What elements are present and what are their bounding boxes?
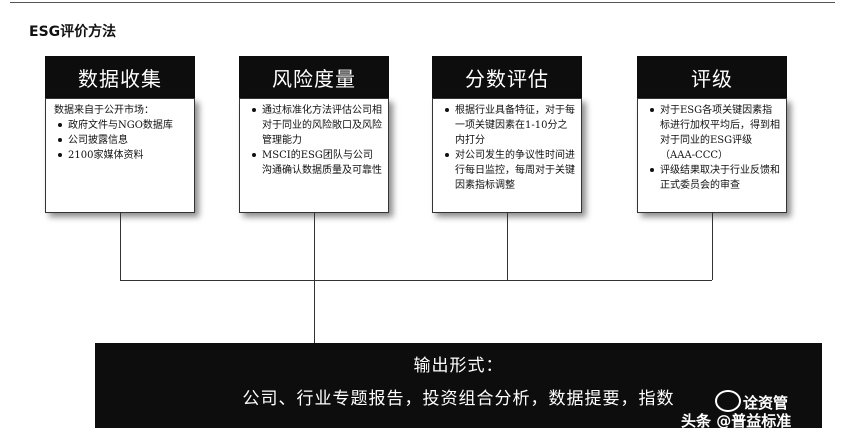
connector-stage-4 [712,213,713,280]
bullet-item: 评级结果取决于行业反馈和正式委员会的审查 [650,165,780,191]
watermark: 诠资管 头条 @普益标准 [681,390,841,432]
top-divider [10,2,835,3]
stage-box-rating: 对于ESG各项关键因素指标进行加权平均后，得到相对于同业的ESG评级（AAA-C… [637,98,787,213]
chat-bubble-icon [715,390,741,412]
connector-to-output [314,280,315,343]
bullet-item: 通过标准化方法评估公司相对于同业的风险敞口及风险管理能力 [252,105,382,146]
stage-header-data-collection: 数据收集 [45,56,195,98]
stage-header-score-evaluation: 分数评估 [432,56,582,98]
stage-box-data-collection: 数据来自于公开市场： 政府文件与NGO数据库 公司披露信息 2100家媒体资料 [45,98,195,213]
connector-stage-3 [507,213,508,280]
watermark-line2: 头条 @普益标准 [681,412,792,430]
bullet-item: 根据行业具备特征，对于每一项关键因素在1-10分之内打分 [445,105,575,146]
stage-bullets: 根据行业具备特征，对于每一项关键因素在1-10分之内打分 对公司发生的争议性时间… [443,103,575,193]
connector-stage-1 [120,213,121,280]
bullet-item: 对于ESG各项关键因素指标进行加权平均后，得到相对于同业的ESG评级（AAA-C… [650,105,780,161]
stage-header-risk-measurement: 风险度量 [239,56,389,98]
watermark-line1: 诠资管 [743,394,789,412]
stage-box-score-evaluation: 根据行业具备特征，对于每一项关键因素在1-10分之内打分 对公司发生的争议性时间… [432,98,582,213]
output-body: 公司、行业专题报告，投资组合分析，数据提要，指数 [242,389,675,409]
stage-bullets: 对于ESG各项关键因素指标进行加权平均后，得到相对于同业的ESG评级（AAA-C… [648,103,780,193]
bullet-item: 2100家媒体资料 [58,148,188,163]
connector-horizontal [120,280,712,281]
bullet-item: 对公司发生的争议性时间进行每日监控，每周对于关键因素指标调整 [445,150,575,191]
stage-intro: 数据来自于公开市场： [54,105,154,116]
page-title: ESG评价方法 [29,24,117,40]
bullet-item: 公司披露信息 [58,133,188,148]
bullet-item: 政府文件与NGO数据库 [58,118,188,133]
output-box: 输出形式： 公司、行业专题报告，投资组合分析，数据提要，指数 [95,343,822,428]
stage-header-rating: 评级 [637,56,787,98]
connector-stage-2 [314,213,315,280]
stage-box-risk-measurement: 通过标准化方法评估公司相对于同业的风险敞口及风险管理能力 MSCI的ESG团队与… [239,98,389,213]
stage-bullets: 通过标准化方法评估公司相对于同业的风险敞口及风险管理能力 MSCI的ESG团队与… [250,103,382,178]
output-heading: 输出形式： [413,356,504,376]
stage-bullets: 政府文件与NGO数据库 公司披露信息 2100家媒体资料 [56,118,188,163]
bullet-item: MSCI的ESG团队与公司沟通确认数据质量及可靠性 [252,150,382,176]
